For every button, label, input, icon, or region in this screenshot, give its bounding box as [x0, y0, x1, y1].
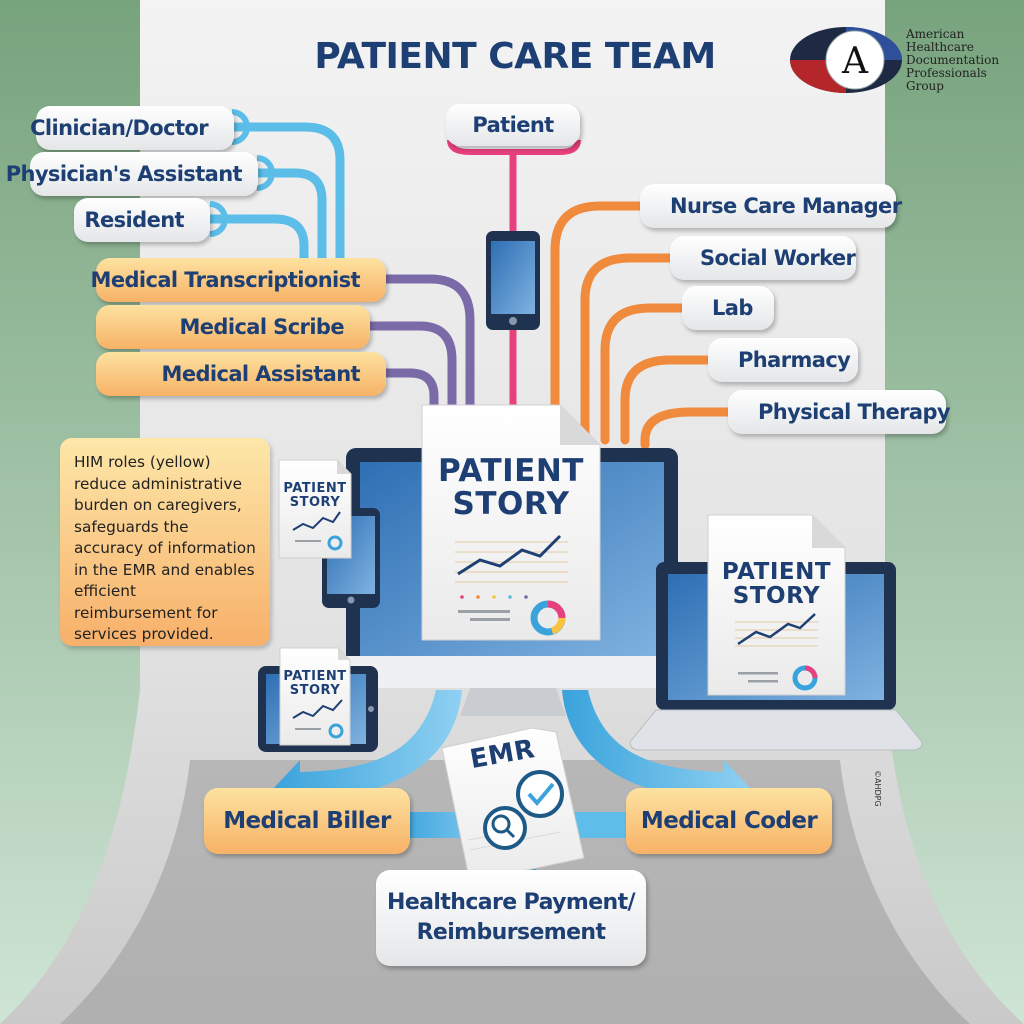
role-medical-transcriptionist: Medical Transcriptionist [91, 258, 386, 302]
clinical-connector-caps [209, 109, 275, 237]
role-resident: Resident [74, 198, 210, 242]
logo-letter: A [841, 41, 869, 82]
patient-story-document-main [421, 404, 601, 641]
copyright-mark: ©AHDPG [873, 770, 882, 807]
smartphone [486, 231, 540, 330]
role-medical-coder: Medical Coder [626, 788, 832, 854]
patient-story-label-laptop: PATIENT STORY [721, 559, 832, 610]
role-nurse-care-manager: Nurse Care Manager [640, 184, 902, 228]
clinical-connectors [203, 122, 345, 267]
role-medical-scribe: Medical Scribe [96, 305, 370, 349]
role-physicians-assistant: Physician's Assistant [6, 152, 258, 196]
page-title: PATIENT CARE TEAM [314, 36, 716, 77]
patient-story-document-tablet [279, 647, 351, 746]
role-physical-therapy: Physical Therapy [728, 390, 951, 434]
care-team-connectors [550, 201, 738, 450]
organization-name: American Healthcare Documentation Profes… [906, 27, 1000, 93]
outcome-healthcare-payment: Healthcare Payment/ Reimbursement [376, 870, 646, 966]
him-connectors [363, 274, 475, 415]
patient-story-label-small: PATIENT STORY [283, 481, 347, 510]
patient-connector [447, 139, 581, 408]
role-clinician-doctor: Clinician/Doctor [30, 106, 234, 150]
patient-story-document-small [278, 459, 352, 559]
ahdpg-logo: A [790, 27, 902, 93]
role-patient: Patient [446, 104, 580, 146]
patient-story-label-tablet: PATIENT STORY [283, 669, 347, 698]
him-roles-note: HIM roles (yellow) reduce administrative… [60, 438, 270, 646]
role-medical-biller: Medical Biller [204, 788, 410, 854]
patient-story-label-main: PATIENT STORY [438, 453, 584, 522]
role-social-worker: Social Worker [670, 236, 856, 280]
patient-story-document-laptop [707, 514, 846, 696]
emr-document [441, 727, 585, 883]
role-lab: Lab [682, 286, 774, 330]
role-pharmacy: Pharmacy [708, 338, 858, 382]
role-medical-assistant: Medical Assistant [96, 352, 386, 396]
